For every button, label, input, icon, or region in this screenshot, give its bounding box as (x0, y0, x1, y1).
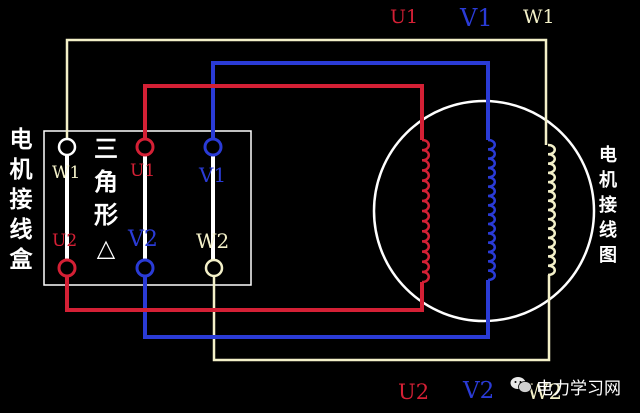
title-char: 图 (599, 245, 617, 266)
terminal-v1 (203, 137, 223, 157)
wire-u2-lead (65, 268, 424, 312)
mode-char: 角 (94, 168, 118, 196)
terminal-label-v2: V2 (128, 227, 158, 252)
wire-w2-lead (212, 268, 551, 362)
terminal-label-w1: W1 (52, 163, 81, 183)
title-char: 机 (599, 170, 617, 191)
title-char: 电 (599, 145, 617, 166)
wire-w-outer (65, 38, 548, 147)
title-char: 线 (9, 217, 33, 243)
winding-v (487, 138, 496, 282)
mode-char: 三 (94, 135, 118, 163)
delta-symbol: △ (96, 234, 116, 262)
bottom-label-u2: U2 (398, 380, 430, 404)
terminal-box-title: 电 机 接 线 盒 (7, 125, 35, 275)
motor-circle (372, 99, 596, 323)
title-char: 接 (599, 195, 617, 216)
wechat-icon (510, 377, 532, 393)
mode-char: 形 (94, 201, 118, 229)
terminal-u2 (57, 258, 77, 278)
winding-u (421, 138, 430, 284)
wire-u1-lead (143, 84, 424, 145)
terminal-u1 (135, 137, 155, 157)
wire-v2-lead (143, 268, 490, 339)
watermark-text: 电力学习网 (536, 379, 621, 399)
winding-w (547, 143, 556, 277)
title-char: 线 (599, 220, 617, 241)
motor-diagram-title: 电 机 接 线 图 (596, 143, 620, 268)
terminal-label-w2: W2 (196, 229, 230, 253)
title-char: 盒 (9, 247, 33, 273)
terminal-label-u1: U1 (130, 161, 156, 181)
title-char: 电 (9, 127, 33, 153)
terminal-label-v1: V1 (199, 163, 227, 187)
top-label-w1: W1 (523, 6, 555, 28)
wire-v1-lead (211, 61, 490, 145)
terminal-w1 (57, 137, 77, 157)
top-label-v1: V1 (460, 4, 493, 32)
title-char: 接 (9, 187, 33, 213)
delta-mode-title: 三 角 形 △ (91, 133, 121, 265)
bottom-label-w2: W2 (527, 380, 562, 404)
top-label-u1: U1 (390, 6, 419, 28)
terminal-w2 (204, 258, 224, 278)
bottom-label-v2: V2 (463, 378, 495, 404)
terminal-label-u2: U2 (52, 231, 78, 251)
title-char: 机 (9, 157, 33, 183)
terminal-v2 (135, 258, 155, 278)
terminal-box-outline (43, 130, 252, 286)
